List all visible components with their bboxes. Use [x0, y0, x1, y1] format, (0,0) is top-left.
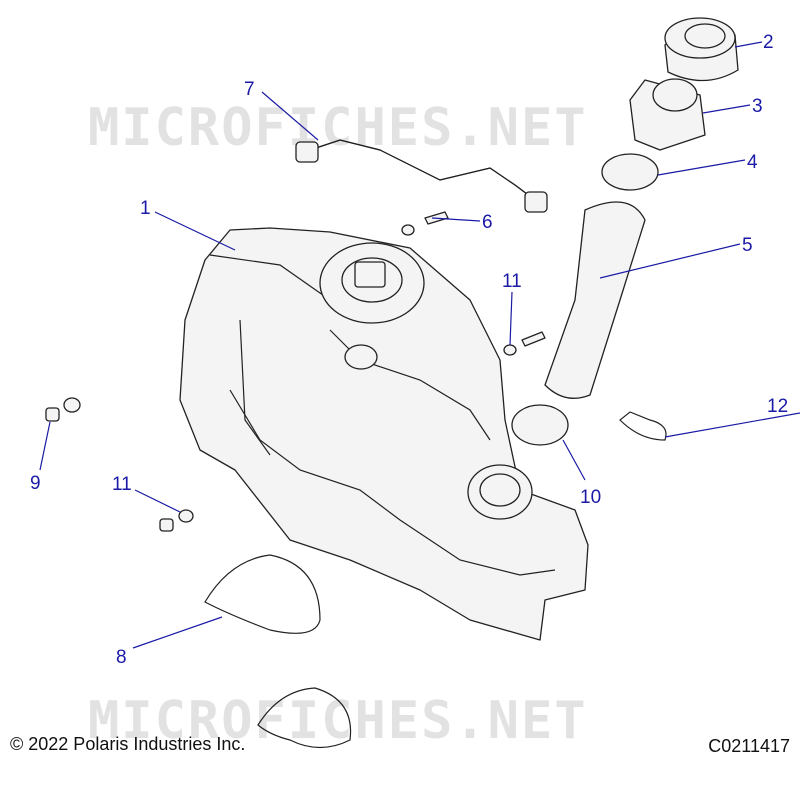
leader-1: [154, 211, 236, 251]
callout-10: 10: [580, 487, 601, 508]
leader-9: [39, 421, 51, 471]
callout-4: 4: [747, 152, 758, 173]
callout-11b: 11: [112, 474, 132, 495]
hose-clamp-part: [601, 153, 659, 191]
leader-10: [562, 439, 586, 481]
copyright-text: © 2022 Polaris Industries Inc.: [10, 734, 246, 754]
callout-2: 2: [763, 32, 774, 53]
leader-11a: [509, 291, 513, 346]
filler-adapter-part: [629, 78, 706, 151]
leader-12: [664, 412, 800, 438]
leader-7: [261, 91, 319, 141]
clamp-part: [511, 404, 569, 446]
bolt-part: [401, 211, 449, 236]
watermark-top: MICROFICHES.NET: [88, 98, 588, 158]
callout-3: 3: [752, 96, 763, 117]
filler-hose-part: [544, 201, 646, 399]
callout-7: 7: [244, 79, 255, 100]
diagram-code: C0211417: [708, 736, 790, 756]
callout-12: 12: [767, 396, 788, 417]
leader-5: [599, 243, 741, 279]
vent-line-part: [295, 139, 548, 213]
callout-8: 8: [116, 647, 127, 668]
fuel-tank-part: [179, 227, 589, 641]
callouts: 1 2 3 4 5 6 7 8 9 10 11 11 12: [30, 32, 788, 668]
leader-2: [734, 41, 763, 48]
callout-9: 9: [30, 473, 41, 494]
washer-bolt-part: [503, 331, 546, 356]
nut-part: [45, 397, 194, 532]
small-clamp-part: [619, 411, 667, 441]
callout-11a: 11: [502, 271, 522, 292]
leader-6: [431, 217, 481, 222]
callout-1: 1: [140, 198, 151, 219]
leader-8: [132, 616, 223, 649]
leader-lines: [39, 41, 800, 649]
callout-5: 5: [742, 235, 753, 256]
leader-4: [657, 159, 746, 176]
fuel-cap-part: [664, 17, 739, 82]
leader-3: [702, 104, 751, 114]
watermark-bottom: MICROFICHES.NET: [88, 691, 588, 751]
callout-6: 6: [482, 212, 493, 233]
leader-11b: [134, 489, 181, 513]
strap-part: [204, 554, 352, 749]
